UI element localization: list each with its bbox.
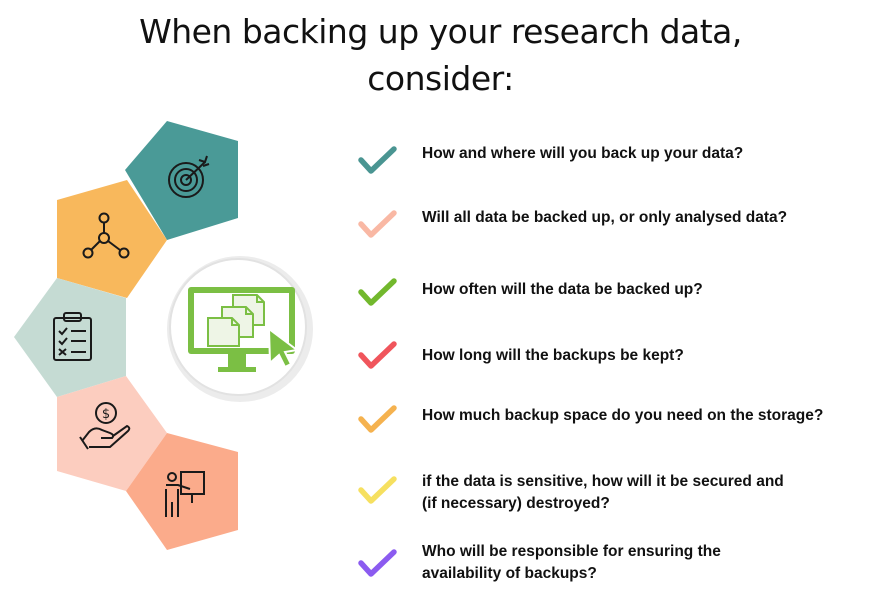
question-item: How long will the backups be kept?	[358, 341, 878, 391]
title-line-2: consider:	[367, 59, 514, 98]
money-hand-icon: $	[79, 402, 131, 450]
question-item: Will all data be backed up, or only anal…	[358, 207, 878, 253]
svg-text:$: $	[102, 407, 110, 422]
question-text: Who will be responsible for ensuring the…	[422, 541, 721, 585]
question-item: Who will be responsible for ensuring the…	[358, 541, 878, 587]
clipboard-checklist-icon	[53, 312, 92, 361]
page-title: When backing up your research data, cons…	[0, 8, 881, 102]
question-line: availability of backups?	[422, 565, 597, 582]
question-text: How often will the data be backed up?	[422, 279, 703, 301]
checkmark-icon	[358, 549, 397, 577]
presenter-board-icon	[165, 471, 205, 517]
checkmark-icon	[358, 146, 397, 174]
question-item: How much backup space do you need on the…	[358, 405, 878, 451]
question-line: How and where will you back up your data…	[422, 145, 744, 162]
title-line-1: When backing up your research data,	[139, 12, 742, 51]
checkmark-icon	[358, 405, 397, 433]
checkmark-icon	[358, 476, 397, 504]
target-icon	[168, 155, 210, 198]
checkmark-icon	[358, 210, 397, 238]
question-line: How long will the backups be kept?	[422, 347, 684, 364]
question-line: How often will the data be backed up?	[422, 281, 703, 298]
question-line: How much backup space do you need on the…	[422, 407, 824, 424]
question-text: How and where will you back up your data…	[422, 143, 743, 165]
checkmark-icon	[358, 341, 397, 369]
question-line: (if necessary) destroyed?	[422, 495, 610, 512]
question-line: Who will be responsible for ensuring the	[422, 543, 721, 560]
question-text: if the data is sensitive, how will it be…	[422, 471, 784, 515]
orange-pentagon	[57, 180, 167, 298]
network-icon	[82, 212, 130, 259]
sage-pentagon	[14, 278, 126, 397]
monitor-files-icon	[188, 287, 300, 372]
checkmark-icon	[358, 278, 397, 306]
question-text: Will all data be backed up, or only anal…	[422, 207, 787, 229]
question-text: How long will the backups be kept?	[422, 345, 684, 367]
question-line: if the data is sensitive, how will it be…	[422, 473, 784, 490]
question-item: How and where will you back up your data…	[358, 143, 878, 189]
question-line: Will all data be backed up, or only anal…	[422, 209, 788, 226]
question-item: if the data is sensitive, how will it be…	[358, 471, 878, 517]
question-item: How often will the data be backed up?	[358, 278, 878, 325]
question-text: How much backup space do you need on the…	[422, 405, 823, 427]
